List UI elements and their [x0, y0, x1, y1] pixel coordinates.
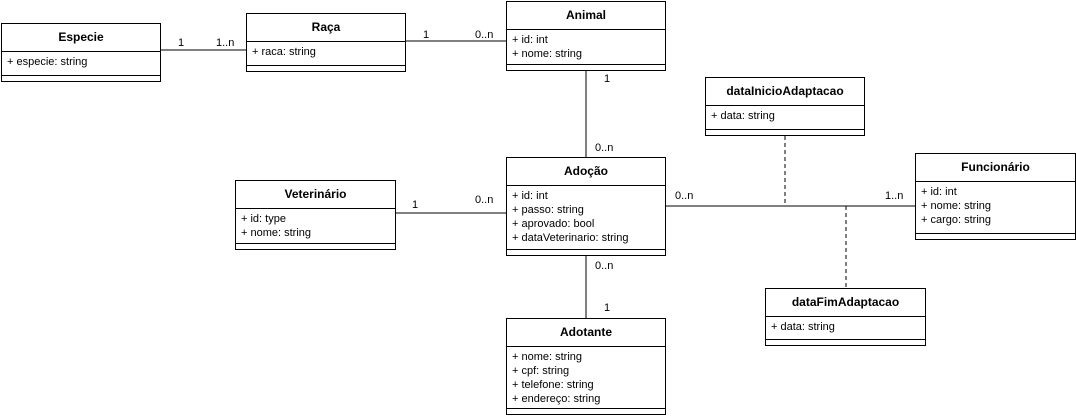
- attribute: + especie: string: [7, 56, 88, 68]
- attribute: + id: int: [512, 34, 548, 46]
- class-especie[interactable]: Especie + especie: string: [1, 23, 161, 82]
- multiplicity-label: 1..n: [885, 190, 904, 202]
- class-raca[interactable]: Raça + raca: string: [246, 13, 406, 72]
- class-especie-attributes: + especie: string: [2, 52, 160, 69]
- class-raca-attributes: + raca: string: [247, 42, 405, 59]
- class-divider: [766, 339, 925, 340]
- multiplicity-label: 0..n: [675, 190, 694, 202]
- attribute: + id: type: [241, 213, 286, 225]
- class-data-fim-attributes: + data: string: [766, 317, 925, 334]
- class-data-fim-title: dataFimAdaptacao: [766, 289, 925, 317]
- class-adocao[interactable]: Adoção + id: int + passo: string + aprov…: [506, 157, 666, 256]
- class-adocao-title: Adoção: [507, 158, 665, 186]
- multiplicity-label: 0..n: [475, 29, 494, 41]
- class-adotante-attributes: + nome: string + cpf: string + telefone:…: [507, 347, 665, 406]
- attribute: + data: string: [771, 321, 835, 333]
- attribute: + passo: string: [512, 204, 584, 216]
- class-divider: [706, 129, 864, 130]
- attribute: + nome: string: [512, 351, 583, 363]
- class-funcionario-title: Funcionário: [916, 154, 1075, 182]
- attribute: + cargo: string: [921, 214, 992, 226]
- class-divider: [247, 65, 405, 66]
- attribute: + data: string: [711, 110, 775, 122]
- class-especie-title: Especie: [2, 24, 160, 52]
- multiplicity-label: 1: [604, 73, 611, 85]
- attribute: + endereço: string: [512, 393, 601, 405]
- class-divider: [916, 233, 1075, 234]
- attribute: + dataVeterinario: string: [512, 232, 629, 244]
- class-data-fim-adaptacao[interactable]: dataFimAdaptacao + data: string: [765, 288, 926, 346]
- class-data-inicio-adaptacao[interactable]: dataInicioAdaptacao + data: string: [705, 77, 865, 136]
- attribute: + cpf: string: [512, 365, 570, 377]
- attribute: + nome: string: [512, 48, 583, 60]
- class-veterinario-title: Veterinário: [236, 181, 395, 209]
- attribute: + raca: string: [252, 46, 316, 58]
- class-animal-title: Animal: [507, 2, 665, 30]
- multiplicity-label: 1: [412, 199, 419, 211]
- multiplicity-label: 0..n: [475, 194, 494, 206]
- attribute: + id: int: [512, 190, 548, 202]
- attribute: + telefone: string: [512, 379, 594, 391]
- class-data-inicio-title: dataInicioAdaptacao: [706, 78, 864, 106]
- attribute: + nome: string: [241, 227, 312, 239]
- multiplicity-label: 0..n: [595, 142, 614, 154]
- class-funcionario-attributes: + id: int + nome: string + cargo: string: [916, 182, 1075, 227]
- class-data-inicio-attributes: + data: string: [706, 106, 864, 123]
- attribute: + aprovado: bool: [512, 218, 595, 230]
- class-raca-title: Raça: [247, 14, 405, 42]
- class-divider: [507, 249, 665, 250]
- class-animal-attributes: + id: int + nome: string: [507, 30, 665, 61]
- class-veterinario-attributes: + id: type + nome: string: [236, 209, 395, 240]
- class-animal[interactable]: Animal + id: int + nome: string: [506, 1, 666, 71]
- multiplicity-label: 1: [423, 29, 430, 41]
- class-adotante[interactable]: Adotante + nome: string + cpf: string + …: [506, 318, 666, 415]
- multiplicity-label: 1: [604, 302, 611, 314]
- class-divider: [507, 408, 665, 409]
- multiplicity-label: 0..n: [595, 260, 614, 272]
- multiplicity-label: 1: [178, 37, 185, 49]
- class-funcionario[interactable]: Funcionário + id: int + nome: string + c…: [915, 153, 1076, 240]
- class-adotante-title: Adotante: [507, 319, 665, 347]
- class-divider: [507, 64, 665, 65]
- class-adocao-attributes: + id: int + passo: string + aprovado: bo…: [507, 186, 665, 245]
- class-divider: [236, 243, 395, 244]
- attribute: + id: int: [921, 186, 957, 198]
- multiplicity-label: 1..n: [216, 37, 235, 49]
- class-divider: [2, 75, 160, 76]
- attribute: + nome: string: [921, 200, 992, 212]
- class-veterinario[interactable]: Veterinário + id: type + nome: string: [235, 180, 396, 250]
